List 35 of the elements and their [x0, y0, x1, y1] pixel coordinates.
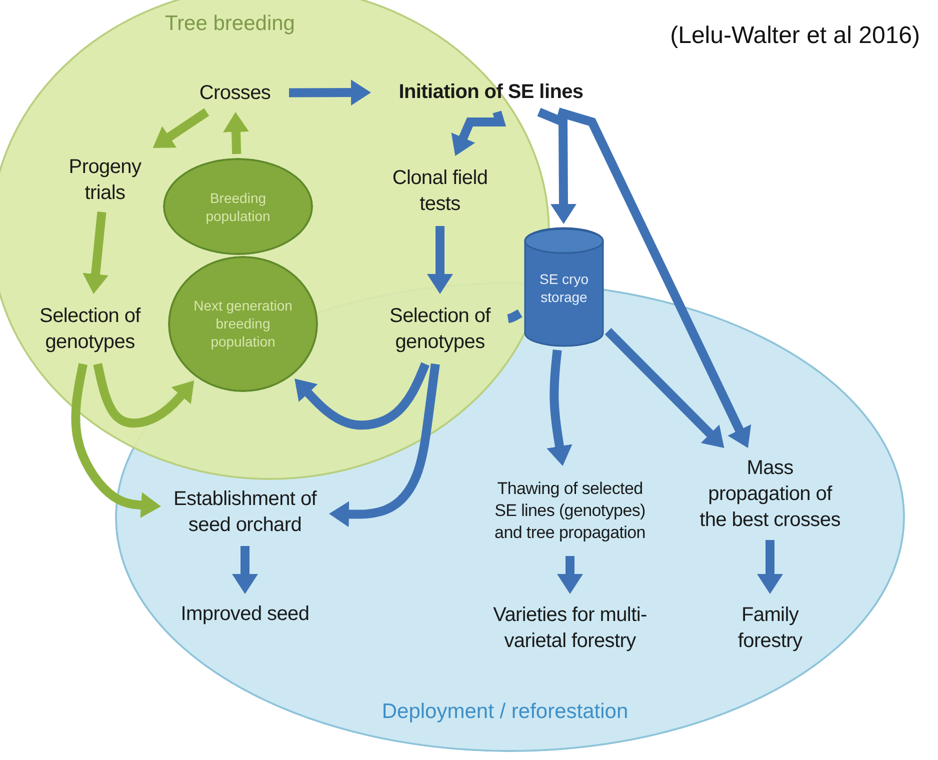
arrow [546, 350, 572, 466]
arrow [82, 212, 108, 294]
step-label: Thawing of selected SE lines (genotypes) and tree propagation [485, 470, 655, 552]
arrow [232, 546, 258, 594]
arrow [152, 108, 210, 148]
arrow [71, 363, 161, 518]
step-label: Progeny trials [50, 152, 160, 208]
region-heading: Tree breeding [164, 11, 296, 37]
cylinder-label: SE cryo storage [538, 270, 590, 306]
step-label: Clonal field tests [390, 160, 490, 222]
arrow [427, 226, 453, 294]
step-label: Family forestry [720, 598, 820, 658]
arrow [451, 110, 506, 156]
arrow [757, 540, 783, 594]
arrow [294, 362, 430, 430]
ellipse-label: Breeding population [204, 188, 272, 225]
ellipse-label: Next generation breeding population [193, 296, 293, 352]
step-label: Selection of genotypes [376, 298, 504, 360]
step-label: Establishment of seed orchard [165, 482, 325, 542]
step-label: Initiation of SE lines [375, 76, 607, 108]
step-label: Crosses [185, 78, 285, 108]
step-label: Selection of genotypes [20, 298, 160, 360]
arrow [604, 328, 724, 448]
arrow [288, 80, 371, 106]
step-label: Improved seed [165, 598, 325, 630]
arrow [329, 363, 440, 528]
arrow [223, 112, 250, 154]
arrow [557, 108, 752, 448]
region-heading: Deployment / reforestation [380, 699, 630, 725]
arrow [93, 363, 194, 428]
step-label: Mass propagation of the best crosses [695, 452, 845, 536]
arrow [537, 108, 576, 224]
arrow [557, 556, 583, 594]
citation-text: (Lelu-Walter et al 2016) [669, 22, 920, 50]
step-label: Varieties for multi-varietal forestry [470, 598, 670, 658]
